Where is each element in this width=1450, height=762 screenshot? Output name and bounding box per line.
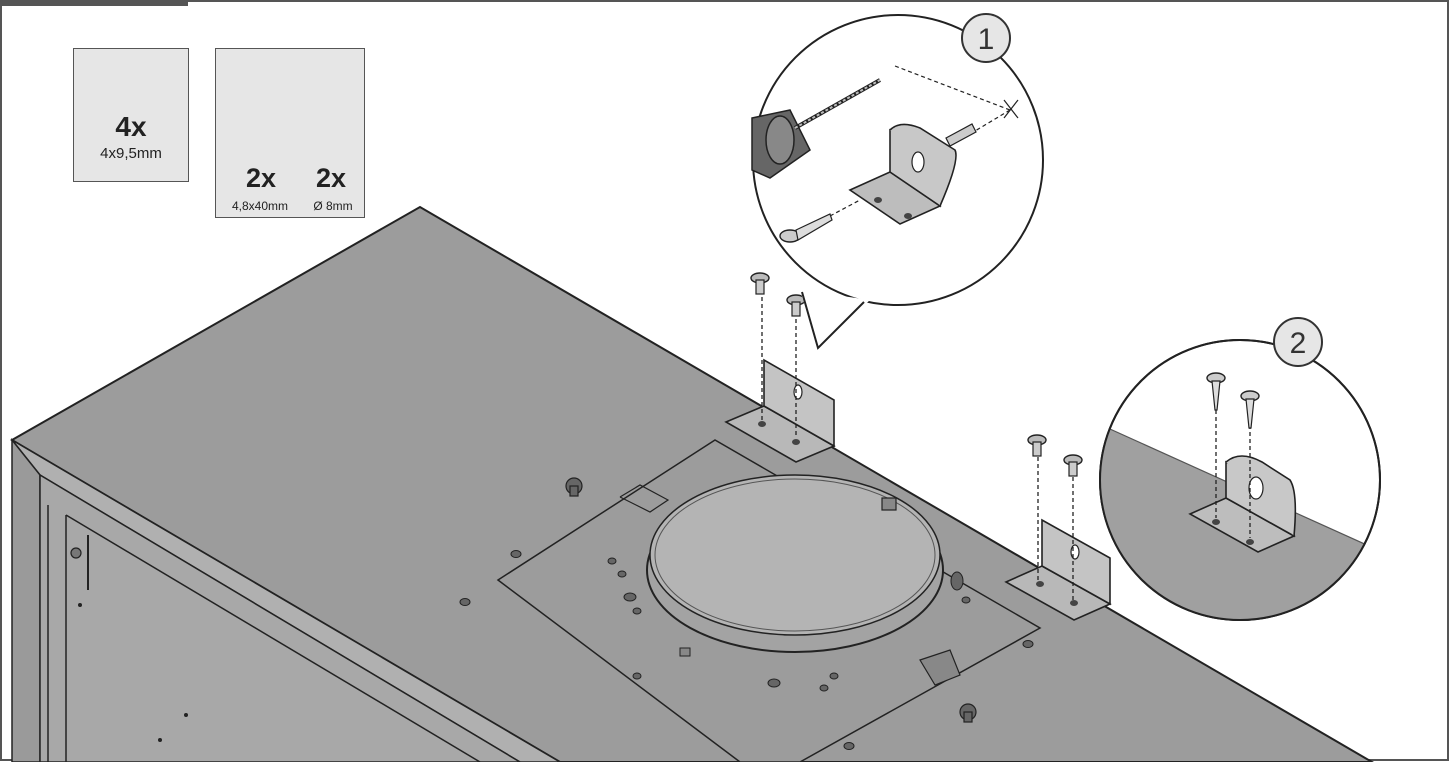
detail-callout-1 <box>751 14 1044 350</box>
wood-screw-icon <box>1206 372 1226 411</box>
exhaust-duct-ring <box>646 474 944 653</box>
part-quantity: 2x <box>315 163 347 193</box>
keyhole-slot <box>565 477 583 497</box>
keyhole-slot <box>959 703 977 723</box>
mounting-bracket-left <box>724 290 836 463</box>
part-spec: 4,8x40mm <box>231 199 289 213</box>
part-spec: 4x9,5mm <box>100 145 162 162</box>
part-spec: Ø 8mm <box>313 199 353 213</box>
mounting-bracket-right <box>1004 450 1112 621</box>
wall-plug-icon <box>945 123 977 147</box>
machine-screw-icon <box>1063 454 1083 477</box>
step-number-2: 2 <box>1290 327 1307 360</box>
parts-box-screws-4x: 4x 4x9,5mm <box>73 48 189 182</box>
part-quantity: 4x <box>115 111 147 142</box>
wood-screw-icon <box>779 213 833 243</box>
drill-icon <box>751 78 881 179</box>
part-quantity: 2x <box>245 163 277 193</box>
parts-box-screws-plugs: 2x 4,8x40mm 2x Ø 8mm <box>215 48 365 218</box>
step-badge-2: 2 <box>1273 317 1323 367</box>
step-number-1: 1 <box>978 23 995 56</box>
mounting-holes <box>459 550 1034 750</box>
detail-callout-2 <box>1099 339 1381 621</box>
cabinet-side-face <box>11 437 41 762</box>
machine-screw-icon <box>1027 434 1047 457</box>
step-badge-1: 1 <box>961 13 1011 63</box>
cabinet-front-panel <box>39 473 522 762</box>
cabinet <box>10 205 1374 762</box>
machine-screw-icon <box>750 272 770 295</box>
wood-screw-icon <box>1240 390 1260 429</box>
header-tab <box>0 0 188 6</box>
